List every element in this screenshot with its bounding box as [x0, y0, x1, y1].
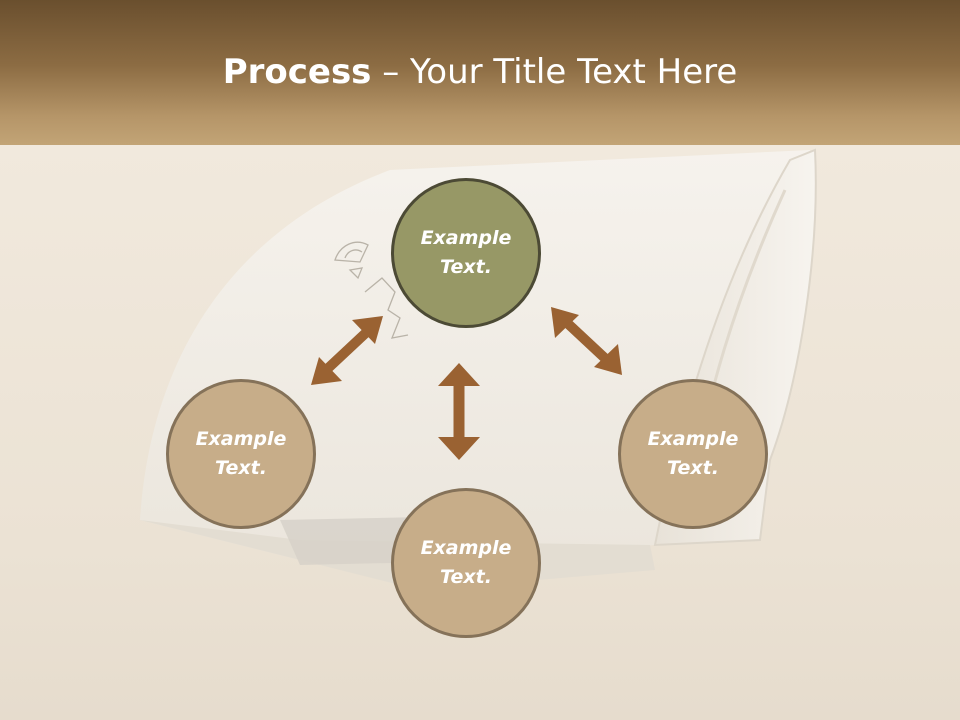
arrow-top-to-right — [551, 307, 622, 375]
title-rest-part: – Your Title Text Here — [371, 52, 738, 92]
slide-title: Process – Your Title Text Here — [0, 52, 960, 92]
node-left-line1: Example — [195, 428, 287, 450]
dryer-logo-icon — [334, 241, 409, 339]
node-left-line2: Text. — [215, 457, 267, 479]
node-bottom-line1: Example — [420, 537, 512, 559]
node-top-line1: Example — [420, 227, 512, 249]
arrow-top-to-left — [311, 316, 383, 385]
arrow-top-to-bottom — [438, 363, 480, 460]
node-bottom-line2: Text. — [440, 566, 492, 588]
title-bar — [0, 0, 960, 145]
node-top-line2: Text. — [440, 256, 492, 278]
title-bold-part: Process — [222, 52, 372, 92]
node-right-line2: Text. — [667, 457, 719, 479]
node-right-line1: Example — [647, 428, 739, 450]
